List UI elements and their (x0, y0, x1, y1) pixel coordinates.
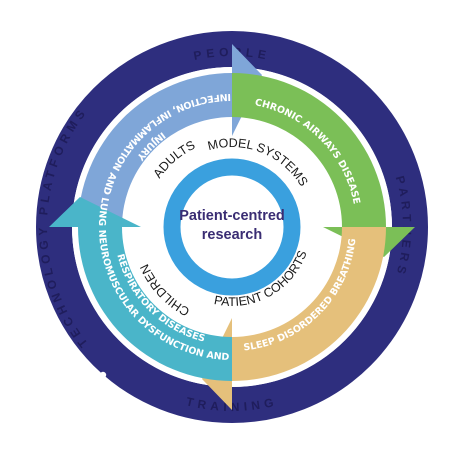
center-title-line2: research (202, 227, 262, 243)
ring-bullet-4 (99, 371, 107, 379)
ring-bullet-2 (318, 41, 326, 49)
outer-label-people: PEOPLE (192, 45, 271, 63)
arrow-neuromuscular (49, 197, 232, 410)
ring-bullet-3 (409, 314, 417, 322)
center-title-rest: -centred (228, 208, 285, 224)
inner-blue-ring (163, 158, 301, 296)
ring-bullets (99, 41, 417, 379)
ring-bullet-1 (138, 41, 146, 49)
arrow-chronic-airways (232, 44, 415, 257)
arrow-infection-inflammation (48, 44, 262, 227)
center-title-line1: Patient-centred (179, 208, 285, 224)
arrow-sleep-disordered (202, 227, 415, 410)
center-title-bold: Patient (179, 208, 228, 224)
